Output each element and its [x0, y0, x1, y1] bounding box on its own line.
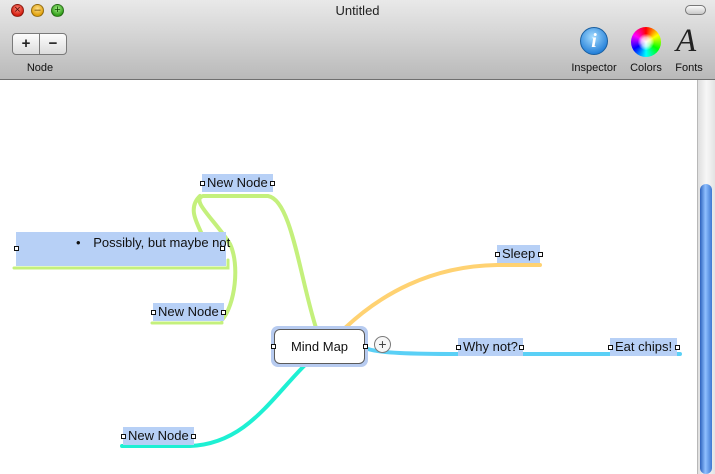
node-handle[interactable] — [363, 344, 368, 349]
node-handle[interactable] — [220, 246, 225, 251]
mind-node-lower[interactable]: New Node — [123, 427, 194, 445]
node-handle[interactable] — [121, 434, 126, 439]
zoom-window-button[interactable]: + — [51, 4, 64, 17]
branch-link-blue — [366, 347, 682, 356]
node-handle[interactable] — [538, 252, 543, 257]
mind-node-label: Sleep — [502, 246, 536, 261]
node-handle[interactable] — [14, 246, 19, 251]
node-group-label: Node — [26, 62, 54, 74]
scrollbar-thumb[interactable] — [700, 184, 712, 474]
node-handle[interactable] — [221, 310, 226, 315]
mind-node-middle[interactable]: New Node — [153, 303, 224, 321]
mind-note-node[interactable]: • Possibly, but maybe not — [16, 232, 230, 266]
close-icon: × — [14, 4, 21, 16]
close-window-button[interactable]: × — [11, 4, 24, 17]
node-handle[interactable] — [608, 345, 613, 350]
node-handle[interactable] — [200, 181, 205, 186]
branch-link-cyan — [120, 363, 307, 448]
add-child-button[interactable]: + — [374, 336, 391, 353]
mind-map-canvas[interactable]: New Node • Possibly, but maybe not New N… — [0, 80, 697, 474]
branch-link-green-note — [12, 258, 230, 270]
node-handle[interactable] — [270, 181, 275, 186]
node-handle[interactable] — [151, 310, 156, 315]
node-handle[interactable] — [271, 344, 276, 349]
mind-node-label: Why not? — [463, 339, 518, 354]
node-handle[interactable] — [495, 252, 500, 257]
node-handle[interactable] — [456, 345, 461, 350]
minimize-window-button[interactable]: – — [31, 4, 44, 17]
mind-node-label: New Node — [207, 175, 268, 190]
minimize-icon: – — [34, 4, 41, 16]
toolbar: × – + Untitled + − Node i Inspector Colo… — [0, 0, 715, 80]
mind-node-why-not[interactable]: Why not? — [458, 338, 523, 356]
note-bullet: • — [76, 235, 81, 250]
colors-label[interactable]: Colors — [630, 62, 662, 74]
branch-link-green — [197, 194, 319, 333]
node-handle[interactable] — [191, 434, 196, 439]
window-title: Untitled — [335, 3, 380, 18]
zoom-icon: + — [54, 4, 61, 16]
mind-node-upper[interactable]: New Node — [202, 174, 273, 192]
mind-node-label: New Node — [158, 304, 219, 319]
node-handle[interactable] — [519, 345, 524, 350]
note-text: Possibly, but maybe not — [93, 235, 231, 250]
node-handle[interactable] — [675, 345, 680, 350]
branch-links — [12, 194, 682, 448]
fonts-icon[interactable]: A — [676, 23, 697, 59]
vertical-scrollbar[interactable] — [697, 80, 715, 474]
mind-node-label: New Node — [128, 428, 189, 443]
inspector-label[interactable]: Inspector — [571, 62, 617, 74]
mind-node-sleep[interactable]: Sleep — [497, 245, 541, 263]
add-node-button[interactable]: + — [12, 33, 40, 55]
fonts-label[interactable]: Fonts — [675, 62, 703, 74]
color-wheel-icon[interactable] — [631, 27, 661, 57]
inspector-icon[interactable]: i — [580, 27, 608, 55]
root-node-label: Mind Map — [274, 329, 365, 364]
toolbar-toggle-button[interactable] — [685, 5, 706, 15]
mind-node-eat-chips[interactable]: Eat chips! — [610, 338, 678, 356]
root-node[interactable]: Mind Map — [271, 326, 368, 367]
branch-link-orange — [343, 263, 542, 330]
mind-node-label: Eat chips! — [615, 339, 673, 354]
remove-node-button[interactable]: − — [39, 33, 67, 55]
